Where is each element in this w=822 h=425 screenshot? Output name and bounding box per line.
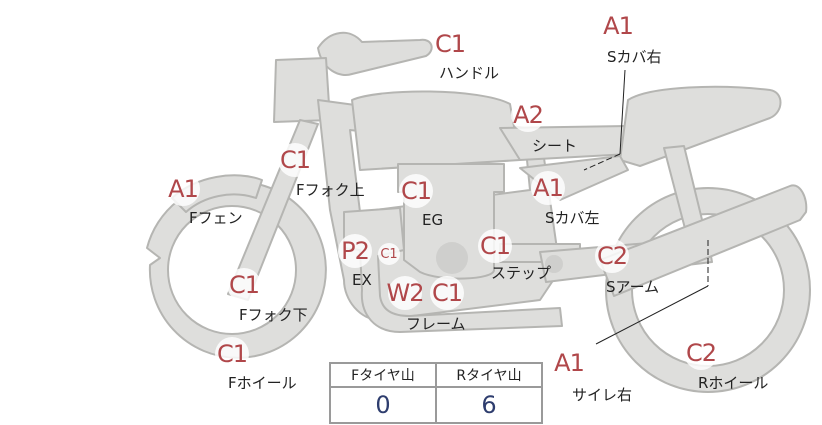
part-label-s-cover-l: Sカバ左 xyxy=(545,209,600,227)
part-label-f-wheel: Fホイール xyxy=(228,374,297,392)
exhaust-shape xyxy=(343,207,563,333)
grade-marker-f-wheel: C1 xyxy=(215,337,249,371)
front-tire-header: Fタイヤ山 xyxy=(329,362,437,388)
grade-marker-s-cover-r: A1 xyxy=(601,9,635,43)
step-bolt-circle xyxy=(545,255,563,273)
tire-table-value-row: 0 6 xyxy=(329,386,543,424)
part-label-s-cover-r: Sカバ右 xyxy=(607,48,662,66)
grade-marker-s-cover-l: A1 xyxy=(531,171,565,205)
part-label-seat: シート xyxy=(532,137,578,155)
handlebar-shape xyxy=(317,32,433,76)
tank-shape xyxy=(351,90,521,171)
r-silencer-leader xyxy=(595,285,709,345)
grade-marker-handle: C1 xyxy=(433,27,467,61)
rear-cowl-shape xyxy=(619,85,782,167)
rear-silencer-shape xyxy=(599,184,808,297)
grade-marker-frame-w: W2 xyxy=(387,276,425,310)
part-label-f-fork-upper: Fフォク上 xyxy=(296,181,365,199)
part-label-ex: EX xyxy=(352,271,372,289)
grade-marker-f-fender: A1 xyxy=(166,172,200,206)
part-label-f-fork-lower: Fフォク下 xyxy=(239,306,308,324)
part-label-step: ステップ xyxy=(491,264,552,282)
grade-marker-r-wheel: C2 xyxy=(684,336,718,370)
grade-marker-f-fork-lower: C1 xyxy=(227,268,261,302)
part-label-r-wheel: Rホイール xyxy=(698,374,769,392)
part-label-handle: ハンドル xyxy=(439,64,500,82)
grade-marker-ex-sub: C1 xyxy=(378,243,400,265)
part-label-s-arm: Sアーム xyxy=(606,278,660,296)
part-label-silencer-r: サイレ右 xyxy=(572,386,633,404)
grade-marker-seat: A2 xyxy=(511,98,545,132)
grade-marker-silencer-r: A1 xyxy=(552,346,586,380)
tire-table-header-row: Fタイヤ山 Rタイヤ山 xyxy=(329,362,543,388)
part-label-frame: フレーム xyxy=(406,315,466,333)
part-label-eg: EG xyxy=(422,211,444,229)
part-label-f-fender: Fフェン xyxy=(189,209,243,227)
grade-marker-ex: P2 xyxy=(338,234,372,268)
grade-marker-step: C1 xyxy=(478,229,512,263)
grade-marker-s-arm: C2 xyxy=(595,239,629,273)
grade-marker-eg: C1 xyxy=(399,174,433,208)
rear-tire-value: 6 xyxy=(435,386,543,424)
rear-tire-header: Rタイヤ山 xyxy=(435,362,543,388)
grade-marker-frame: C1 xyxy=(430,276,464,310)
s-cover-r-leader-dash xyxy=(583,153,621,171)
s-cover-r-leader xyxy=(619,69,626,155)
grade-marker-f-fork-upper: C1 xyxy=(278,143,312,177)
tire-tread-table: Fタイヤ山 Rタイヤ山 0 6 xyxy=(329,362,543,424)
front-tire-value: 0 xyxy=(329,386,437,424)
engine-case-circle xyxy=(436,242,468,274)
